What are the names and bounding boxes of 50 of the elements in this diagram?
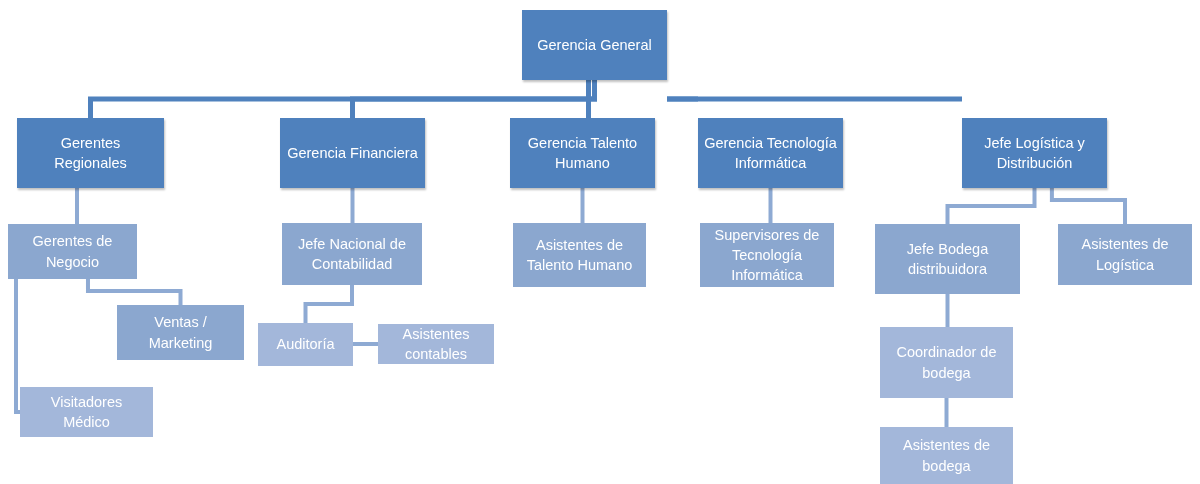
- connector-line: [350, 188, 355, 223]
- role-title: Gerentes Regionales: [53, 133, 128, 173]
- role-title: Gerentes de Negocio: [31, 232, 114, 272]
- role-title: Asistentes de Logística: [1080, 235, 1170, 275]
- role-title: Auditoría: [276, 335, 335, 355]
- org-box: [1058, 224, 1192, 285]
- org-box: [513, 223, 646, 287]
- role-title: Gerencia General: [537, 35, 652, 55]
- role-title: Asistentes de Talento Humano: [525, 235, 634, 275]
- org-box: [8, 224, 137, 279]
- connector-line: [580, 188, 585, 223]
- role-title: Asistentes de bodega: [901, 436, 992, 476]
- org-box: [17, 118, 164, 188]
- connector-line: [303, 285, 354, 323]
- role-title: Jefe Logística y Distribución: [983, 133, 1086, 173]
- connector-line: [586, 80, 591, 118]
- role-title: Asistentes contables: [401, 324, 471, 364]
- org-box: [117, 305, 244, 360]
- org-box: [510, 118, 655, 188]
- connector-line: [86, 279, 183, 305]
- org-box: [522, 10, 667, 80]
- role-title: Gerencia Talento Humano: [526, 133, 639, 173]
- connector-line: [945, 294, 950, 327]
- role-title: Coordinador de bodega: [895, 343, 998, 383]
- org-box: [698, 118, 843, 188]
- connector-line: [944, 398, 949, 427]
- role-title: Ventas / Marketing: [147, 313, 214, 353]
- org-box: [258, 323, 353, 366]
- connector-line: [1049, 188, 1127, 224]
- connector-line: [945, 188, 1037, 224]
- role-title: Gerencia Financiera: [287, 143, 418, 163]
- org-box: [875, 224, 1020, 294]
- org-box: [280, 118, 425, 188]
- role-title: Visitadores Médico: [49, 392, 124, 432]
- role-title: Supervisores de Tecnología Informática: [713, 225, 821, 286]
- connector-line: [14, 279, 20, 414]
- connector-line: [75, 188, 79, 224]
- org-box: [880, 427, 1013, 484]
- org-box: [880, 327, 1013, 398]
- connector-line: [768, 188, 773, 223]
- connector-line: [353, 342, 378, 346]
- org-box: [378, 324, 494, 364]
- role-title: Jefe Nacional de Contabilidad: [297, 234, 407, 274]
- org-box: [962, 118, 1107, 188]
- org-box: [700, 223, 834, 287]
- org-box: [282, 223, 422, 285]
- role-title: Gerencia Tecnología Informática: [704, 133, 837, 173]
- role-title: Jefe Bodega distribuidora: [905, 239, 990, 279]
- org-box: [20, 387, 153, 437]
- connector-line: [667, 96, 962, 102]
